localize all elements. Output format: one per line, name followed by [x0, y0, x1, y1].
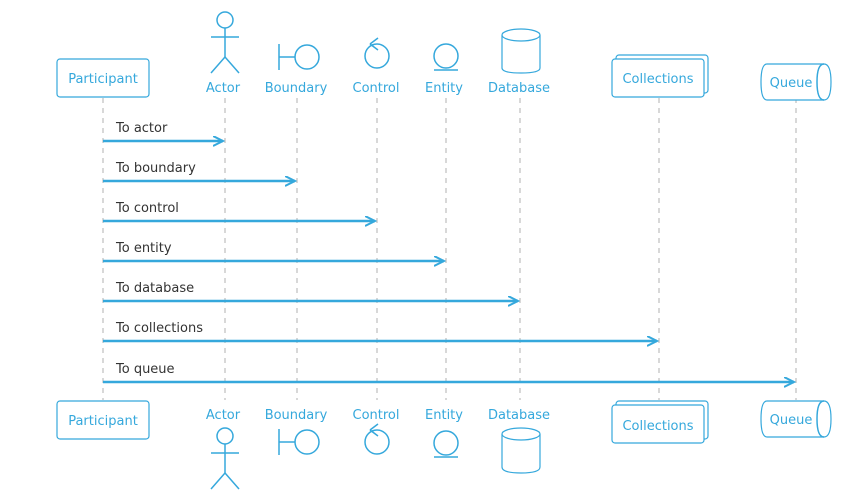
- control-head-bottom[interactable]: Control: [353, 408, 400, 455]
- message[interactable]: To control: [103, 201, 375, 221]
- boundary-label: Boundary: [265, 408, 328, 423]
- queue-head-top[interactable]: Queue: [760, 63, 832, 101]
- message-label: To entity: [115, 241, 172, 256]
- actor-label: Actor: [206, 408, 241, 423]
- boundary-head-bottom[interactable]: Boundary: [265, 408, 328, 455]
- participant-head-bottom[interactable]: Participant: [56, 400, 150, 440]
- entity-head-top[interactable]: Entity: [425, 43, 463, 96]
- control-icon: [364, 37, 390, 69]
- control-head-top[interactable]: Control: [353, 37, 400, 96]
- actor-head-top[interactable]: Actor: [206, 11, 241, 96]
- database-icon: [501, 28, 541, 74]
- database-head-bottom[interactable]: Database: [488, 408, 550, 474]
- database-icon: [501, 427, 541, 474]
- message[interactable]: To queue: [103, 362, 794, 382]
- control-label: Control: [353, 81, 400, 96]
- entity-icon: [433, 430, 459, 458]
- database-label: Database: [488, 81, 550, 96]
- queue-head-bottom[interactable]: Queue: [760, 400, 832, 438]
- message-label: To queue: [115, 362, 175, 377]
- participant-head-top[interactable]: Participant: [56, 58, 150, 98]
- boundary-label: Boundary: [265, 81, 328, 96]
- actor-icon: [210, 11, 240, 74]
- queue-label: Queue: [770, 413, 813, 428]
- boundary-head-top[interactable]: Boundary: [265, 44, 328, 96]
- collections-head-bottom[interactable]: Collections: [611, 400, 709, 444]
- lifelines: [102, 98, 797, 400]
- message[interactable]: To collections: [103, 321, 657, 341]
- database-label: Database: [488, 408, 550, 423]
- collections-head-top[interactable]: Collections: [611, 54, 709, 98]
- control-icon: [364, 423, 390, 455]
- participant-label: Participant: [68, 414, 138, 429]
- message[interactable]: To actor: [103, 121, 223, 141]
- collections-label: Collections: [622, 419, 693, 434]
- entity-label: Entity: [425, 81, 463, 96]
- message-label: To actor: [115, 121, 168, 136]
- message[interactable]: To database: [103, 281, 518, 301]
- boundary-icon: [278, 429, 320, 455]
- entity-icon: [433, 43, 459, 71]
- actor-icon: [210, 427, 240, 490]
- messages: To actor To boundary To control To entit…: [103, 121, 794, 382]
- control-label: Control: [353, 408, 400, 423]
- actor-label: Actor: [206, 81, 241, 96]
- queue-label: Queue: [770, 76, 813, 91]
- message[interactable]: To boundary: [103, 161, 295, 181]
- message-label: To boundary: [115, 161, 196, 176]
- message[interactable]: To entity: [103, 241, 444, 261]
- database-head-top[interactable]: Database: [488, 28, 550, 96]
- message-label: To database: [115, 281, 194, 296]
- participant-label: Participant: [68, 72, 138, 87]
- entity-label: Entity: [425, 408, 463, 423]
- message-label: To control: [115, 201, 179, 216]
- boundary-icon: [278, 44, 320, 70]
- actor-head-bottom[interactable]: Actor: [206, 408, 241, 490]
- entity-head-bottom[interactable]: Entity: [425, 408, 463, 458]
- message-label: To collections: [115, 321, 203, 336]
- collections-label: Collections: [622, 72, 693, 87]
